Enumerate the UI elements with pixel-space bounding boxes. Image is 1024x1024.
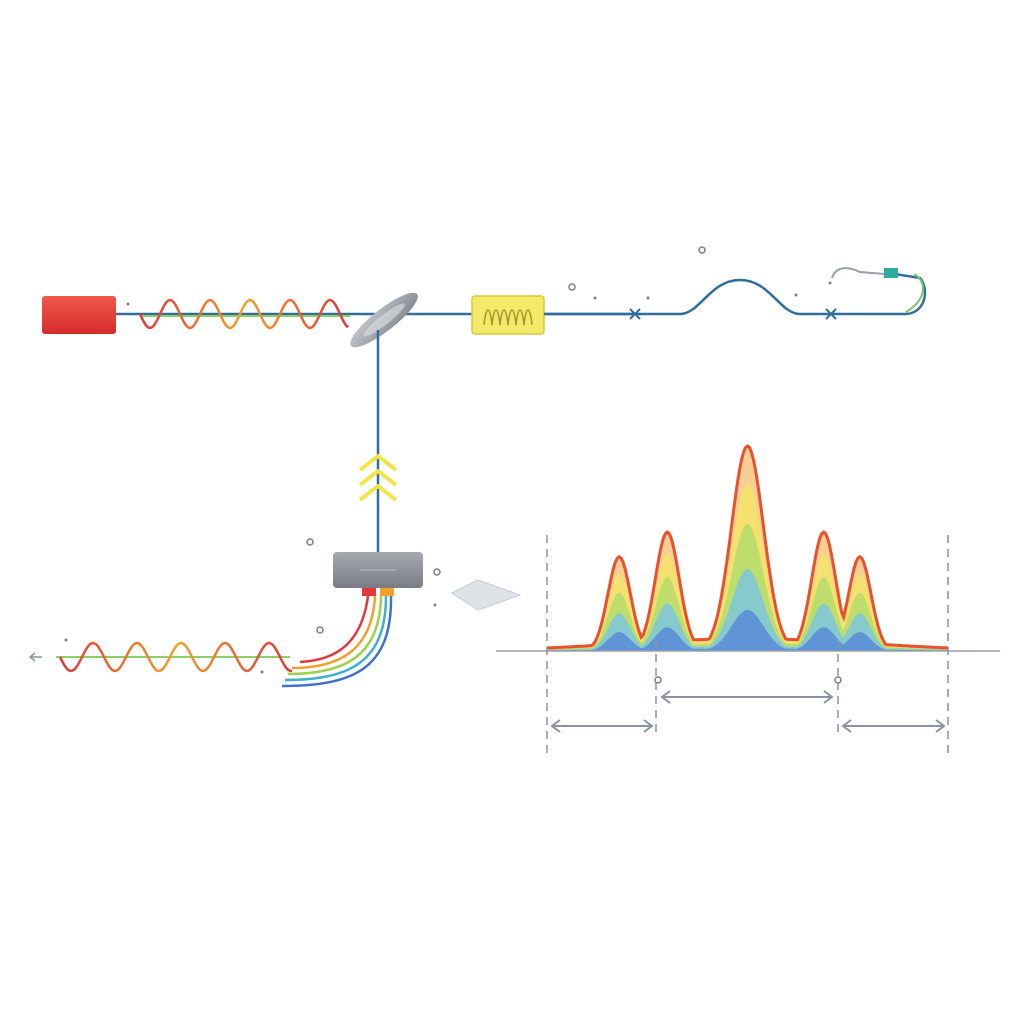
chevron-up-icon xyxy=(358,454,398,472)
dashed-guides xyxy=(546,535,949,755)
filter xyxy=(471,295,545,335)
filter-wave-icon xyxy=(483,309,533,326)
fiber-end-icon xyxy=(831,267,886,279)
spectrum-outline xyxy=(546,444,949,650)
chevron-up-icon xyxy=(358,469,398,487)
fiber-icon xyxy=(544,272,927,316)
input-wave xyxy=(138,298,349,330)
connector-icon xyxy=(884,268,898,278)
dimension-arrow-center xyxy=(660,690,834,704)
valve-icon xyxy=(825,308,837,320)
spectrum-plot xyxy=(546,444,949,651)
fiber-loop xyxy=(544,267,927,320)
dimension-arrow-left xyxy=(550,719,654,733)
beam-splitter xyxy=(350,292,418,348)
arrow-right-icon xyxy=(450,579,522,611)
dimension-arrow-right xyxy=(841,719,946,733)
output-wave xyxy=(58,641,292,673)
valve-icon xyxy=(629,308,641,320)
upward-chevrons xyxy=(358,454,398,502)
decorative-marks xyxy=(64,246,842,684)
output-fibers xyxy=(281,595,393,688)
laser-icon xyxy=(42,296,116,334)
laser-source xyxy=(42,296,116,334)
chevron-up-icon xyxy=(358,484,398,502)
filter-icon xyxy=(471,295,545,335)
arrow-left-icon xyxy=(28,652,42,662)
detector xyxy=(333,552,423,596)
spectrum-band xyxy=(547,610,948,651)
dimension-arrows xyxy=(550,690,946,733)
